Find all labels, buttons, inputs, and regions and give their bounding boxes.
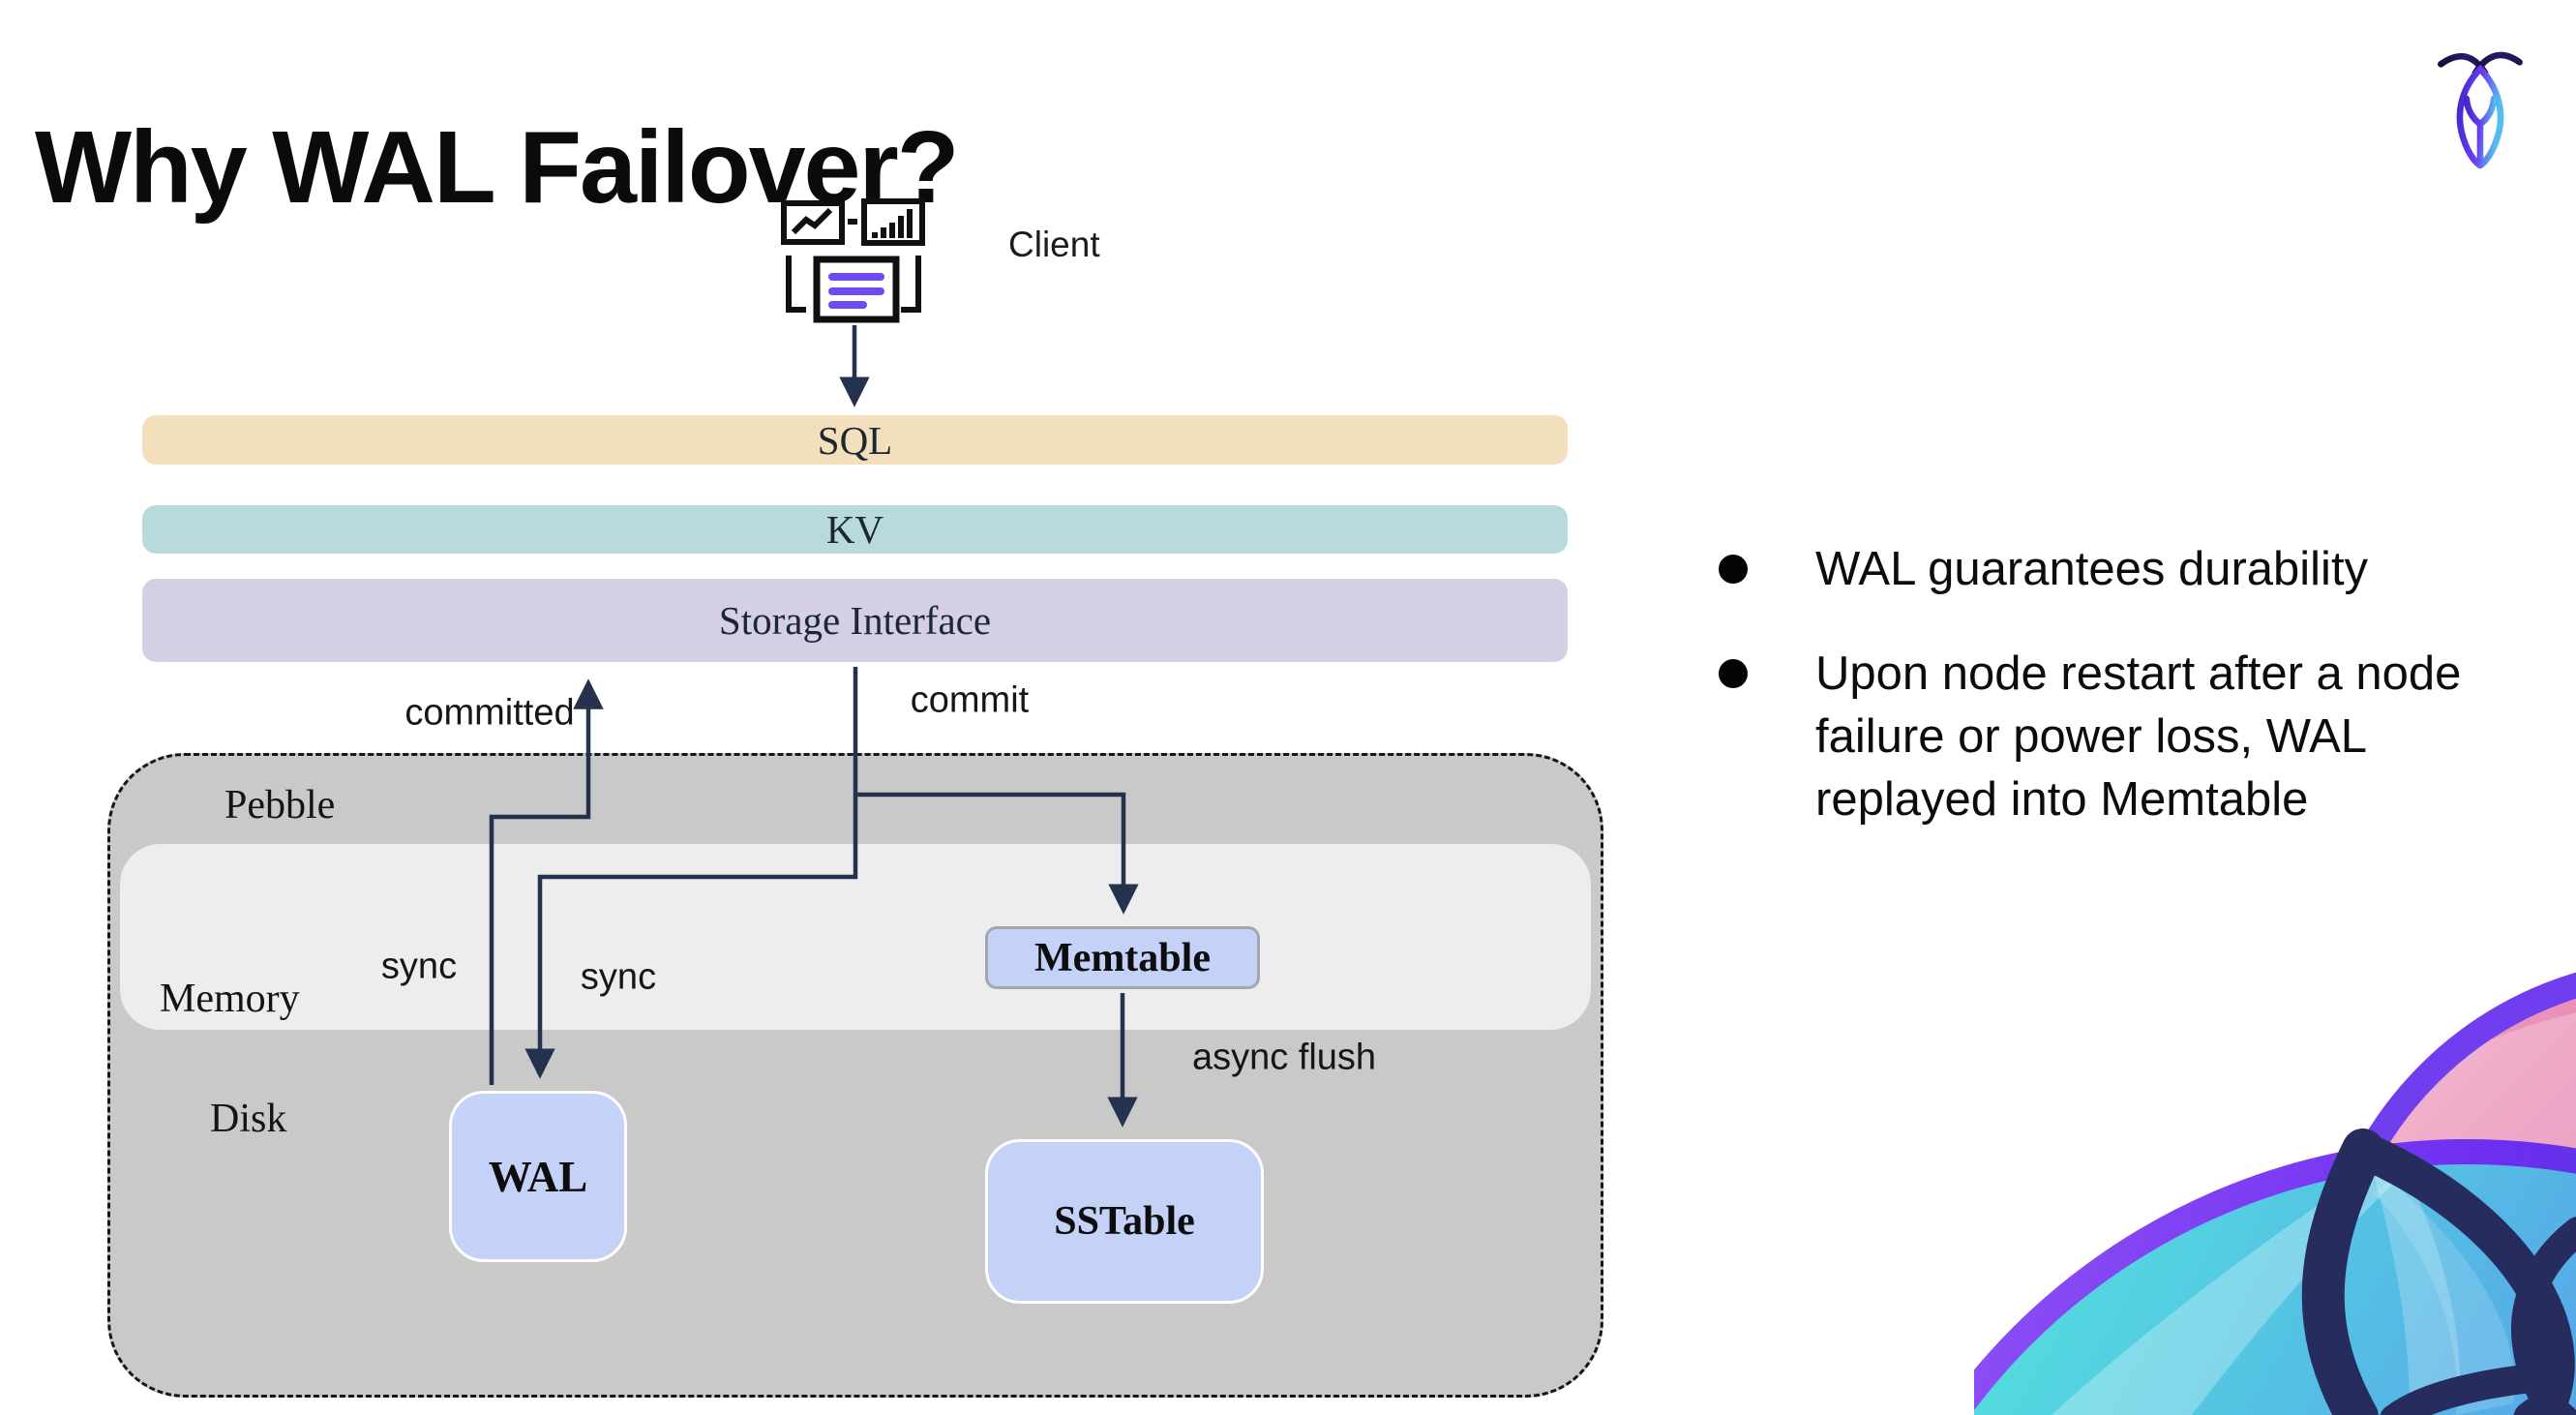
wal-box: WAL [449, 1091, 627, 1262]
disk-label: Disk [210, 1097, 287, 1141]
layer-kv: KV [142, 505, 1568, 554]
memory-label: Memory [160, 977, 300, 1021]
layer-storage-interface-label: Storage Interface [718, 598, 992, 643]
sync-label-right: sync [580, 956, 657, 998]
memory-band [120, 844, 1591, 1030]
pebble-label: Pebble [225, 783, 336, 828]
cockroachdb-logo-icon [2435, 46, 2526, 168]
memtable-box: Memtable [985, 926, 1260, 989]
bullet-list: WAL guarantees durability Upon node rest… [1707, 538, 2481, 873]
bracket-right [901, 256, 921, 313]
sync-label-left: sync [380, 946, 458, 987]
sstable-label: SSTable [1054, 1199, 1195, 1244]
client-label: Client [1008, 225, 1100, 264]
client-icon [780, 196, 927, 333]
commit-label: commit [910, 679, 1030, 721]
layer-sql-label: SQL [817, 417, 893, 463]
corner-brand-art-icon [1974, 948, 2576, 1415]
layer-kv-label: KV [825, 507, 884, 552]
layer-storage-interface: Storage Interface [142, 579, 1568, 662]
committed-label: committed [404, 692, 575, 734]
wal-label: WAL [488, 1152, 588, 1201]
layer-sql: SQL [142, 415, 1568, 465]
memtable-label: Memtable [1034, 935, 1211, 980]
async-flush-label: async flush [1191, 1037, 1377, 1078]
sstable-box: SSTable [985, 1139, 1264, 1304]
bullet-item: Upon node restart after a node failure o… [1707, 643, 2493, 831]
bracket-left [786, 256, 806, 313]
bullet-item: WAL guarantees durability [1707, 538, 2493, 601]
